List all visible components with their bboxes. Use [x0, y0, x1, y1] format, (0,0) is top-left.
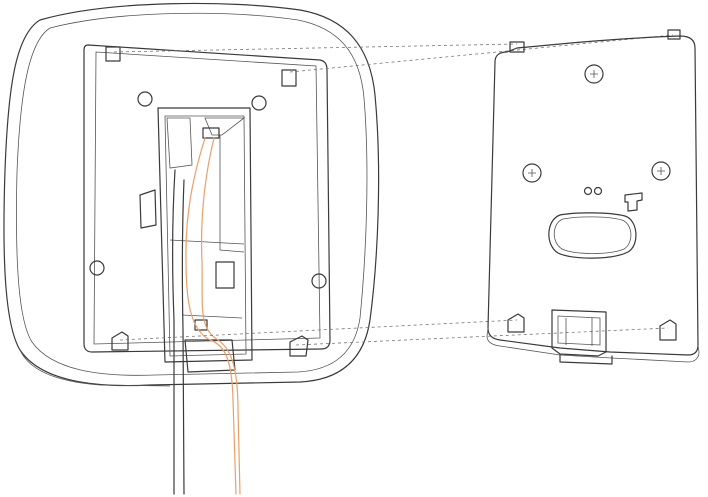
plate-screw-left [522, 163, 542, 183]
device-housing-back [3, 2, 380, 387]
screw-hole-top-right [251, 95, 267, 111]
signal-cable [185, 137, 241, 495]
alignment-guides [113, 34, 674, 346]
plate-top-tab-left [509, 41, 525, 53]
housing-bottom-clip-left [111, 331, 129, 351]
power-cable [172, 169, 185, 495]
plate-bottom-clip-right [659, 319, 677, 341]
screw-hole-top-left [137, 91, 153, 107]
housing-top-clip-left [105, 46, 121, 62]
screw-hole-bottom-left [89, 260, 105, 276]
terminal-connector [202, 127, 220, 139]
plate-bottom-latch [551, 309, 613, 365]
cable-compartment [139, 107, 253, 373]
screw-hole-bottom-right [311, 273, 327, 289]
plate-terminal-left [583, 186, 593, 196]
plate-screw-right [651, 161, 671, 181]
plate-terminal-right [593, 186, 603, 196]
cable-opening [548, 212, 637, 259]
plate-bottom-clip-left [507, 313, 525, 333]
housing-top-clip-right [281, 69, 297, 87]
plate-screw-top [584, 64, 604, 84]
housing-bottom-clip-right [289, 335, 309, 357]
plate-top-tab-right [667, 29, 681, 40]
wall-mounting-plate [486, 29, 700, 365]
plate-clip [624, 192, 643, 212]
housing-inner-panel [83, 44, 331, 353]
